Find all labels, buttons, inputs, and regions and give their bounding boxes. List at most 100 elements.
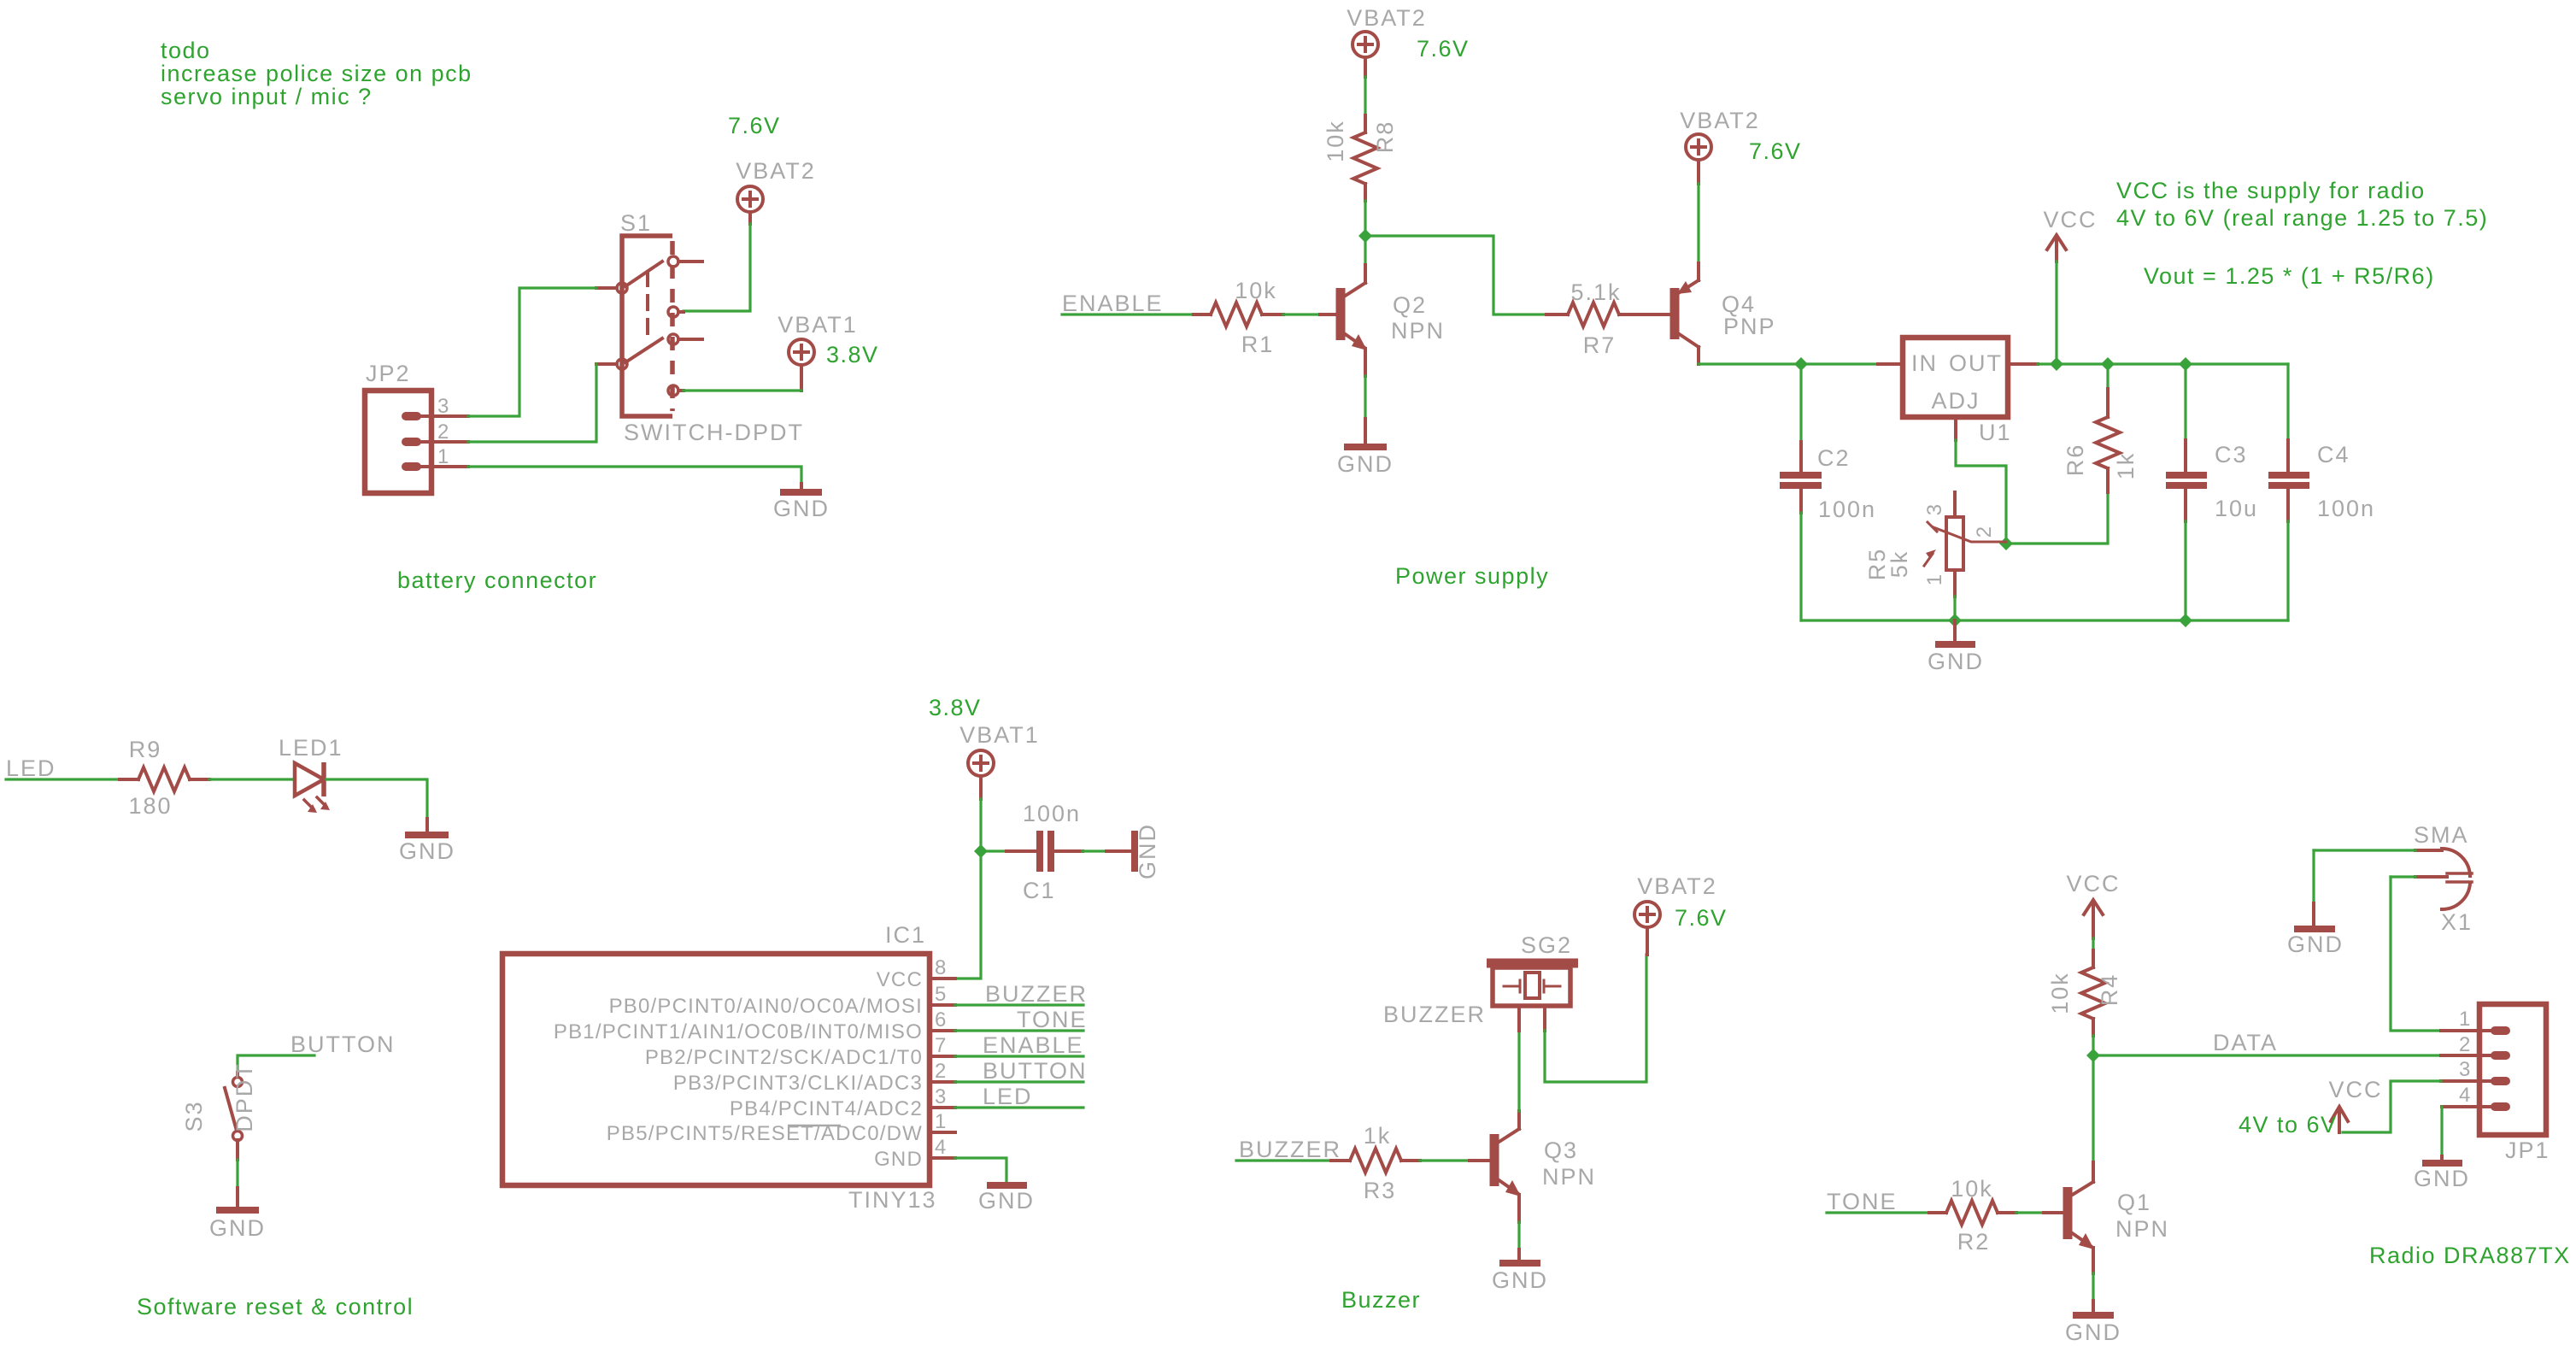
vcc-symbol-power[interactable]: VCC xyxy=(2043,207,2097,366)
section-label-buzzer: Buzzer xyxy=(1341,1287,1421,1313)
s3-ref: S3 xyxy=(181,1100,207,1131)
r7-value: 5.1k xyxy=(1570,279,1621,305)
net-adj-r6-wire[interactable] xyxy=(2004,491,2110,545)
resistor-r6[interactable]: R6 1k xyxy=(2063,362,2139,494)
vbat2-voltage-label: 7.6V xyxy=(1675,905,1728,931)
gnd-symbol-jp1[interactable]: GND xyxy=(2414,1155,2470,1191)
net-vbat1-vcc-wire[interactable] xyxy=(954,797,983,980)
vcc-symbol-jp1[interactable]: VCC xyxy=(2328,1077,2382,1134)
switch-s1[interactable]: S1 SWITCH-DPDT xyxy=(595,210,804,445)
vcc-label: VCC xyxy=(2043,207,2097,232)
net-q2-r7-wire[interactable] xyxy=(1364,234,1548,316)
vbat2-voltage-label: 7.6V xyxy=(1749,138,1802,164)
q4-value: PNP xyxy=(1723,314,1776,339)
todo-note: todo increase police size on pcb servo i… xyxy=(161,38,471,109)
gnd-symbol-power[interactable]: GND xyxy=(1928,619,1984,674)
sg2-label: BUZZER xyxy=(1383,1002,1486,1027)
net-jp2-pin3-wire[interactable] xyxy=(466,286,598,418)
buzzer-sg2[interactable]: SG2 BUZZER xyxy=(1383,932,1578,1032)
x1-value: SMA xyxy=(2414,822,2469,848)
software-reset-section: BUTTON S3 DPDT GND Software reset & cont… xyxy=(137,1032,413,1320)
sma-connector-x1[interactable]: SMA X1 xyxy=(2414,822,2473,935)
net-ic-gnd-wire[interactable] xyxy=(954,1156,1008,1184)
gnd-label: GND xyxy=(1135,823,1160,879)
gnd-label: GND xyxy=(399,838,455,864)
net-label-enable: ENABLE xyxy=(1062,291,1164,316)
gnd-symbol-sma[interactable]: GND xyxy=(2287,849,2344,957)
resistor-r4[interactable]: 10k R4 xyxy=(2047,949,2122,1037)
supply-vbat1-ic[interactable]: 3.8V VBAT1 xyxy=(929,695,1040,801)
resistor-r7[interactable]: 5.1k R7 xyxy=(1545,279,1673,358)
vcc-symbol-r4[interactable]: VCC xyxy=(2066,871,2120,952)
gnd-symbol-ic[interactable]: GND xyxy=(978,1182,1035,1214)
c1-ref: C1 xyxy=(1023,878,1056,903)
vcc-label: VCC xyxy=(2328,1077,2382,1102)
capacitor-c2[interactable]: C2 100n xyxy=(1780,362,1876,622)
r5-pin2-number: 2 xyxy=(1973,526,1996,538)
regulator-u1[interactable]: IN OUT ADJ U1 xyxy=(1876,334,2039,445)
gnd-symbol-s3[interactable]: GND xyxy=(209,1186,266,1241)
jp1-pin3-number: 3 xyxy=(2459,1058,2472,1081)
net-jp1-vcc-wire[interactable] xyxy=(2341,1079,2443,1134)
net-adj-wire[interactable] xyxy=(1954,438,2008,540)
gnd-symbol-battery[interactable]: GND xyxy=(773,482,830,521)
net-jp2-pin2-wire[interactable] xyxy=(466,362,598,444)
jp2-pin1-number: 1 xyxy=(437,445,450,468)
supply-vbat2-r8[interactable]: VBAT2 7.6V xyxy=(1347,5,1469,79)
supply-vbat2-battery[interactable]: 7.6V VBAT2 xyxy=(728,113,816,226)
u1-pin-adj: ADJ xyxy=(1931,388,1980,414)
ic1-pin5-number: 5 xyxy=(935,983,948,1006)
switch-s3[interactable]: S3 DPDT xyxy=(181,1062,257,1161)
resistor-r8[interactable]: 10k R8 xyxy=(1323,114,1398,203)
c4-value: 100n xyxy=(2317,496,2375,521)
net-jp2-pin1-gnd-wire[interactable] xyxy=(466,465,803,485)
net-sg2-vbat2-wire[interactable] xyxy=(1543,953,1648,1084)
mcu-section: 3.8V VBAT1 100n C1 GND IC1 TINY13 xyxy=(499,695,1160,1214)
transistor-q4[interactable]: Q4 PNP xyxy=(1669,262,1776,366)
r1-value: 10k xyxy=(1235,278,1277,303)
potentiometer-r5[interactable]: R5 5k 3 2 1 xyxy=(1864,491,2008,598)
resistor-r1[interactable]: 10k R1 xyxy=(1192,278,1285,357)
vbat2-net-label: VBAT2 xyxy=(736,158,816,184)
led-indicator-section: LED R9 180 LED1 GND xyxy=(4,735,455,864)
resistor-r9[interactable]: R9 180 xyxy=(118,737,211,819)
transistor-q2[interactable]: Q2 NPN xyxy=(1318,263,1445,378)
transistor-q1[interactable]: Q1 NPN xyxy=(2042,1161,2169,1275)
r5-pin3-number: 3 xyxy=(1923,503,1946,516)
resistor-r2[interactable]: 10k R2 xyxy=(1928,1176,2018,1255)
ic1-pin7-number: 7 xyxy=(935,1034,948,1057)
net-button-wire-s3[interactable] xyxy=(236,1054,316,1074)
transistor-q3[interactable]: Q3 NPN xyxy=(1468,1109,1596,1224)
q3-ref: Q3 xyxy=(1544,1137,1578,1163)
vbat2-net-label: VBAT2 xyxy=(1680,108,1760,133)
gnd-symbol-q1[interactable]: GND xyxy=(2065,1299,2121,1345)
gnd-label: GND xyxy=(978,1188,1035,1214)
note-vout-formula: Vout = 1.25 * (1 + R5/R6) xyxy=(2144,263,2435,289)
gnd-symbol-q2[interactable]: GND xyxy=(1337,417,1394,477)
connector-jp2[interactable]: JP2 3 2 1 xyxy=(361,361,470,497)
net-led1-gnd-wire[interactable] xyxy=(325,778,429,820)
capacitor-c4[interactable]: C4 100n xyxy=(2268,362,2375,622)
capacitor-c3[interactable]: C3 10u xyxy=(2166,362,2258,622)
ic1-pin5-name: PB0/PCINT0/AIN0/OC0A/MOSI xyxy=(609,995,923,1018)
supply-vbat2-q4[interactable]: VBAT2 7.6V xyxy=(1680,108,1802,185)
net-vbat2-wire[interactable] xyxy=(682,222,752,313)
r5-value: 5k xyxy=(1887,550,1912,579)
gnd-symbol-c1[interactable]: GND xyxy=(1105,823,1160,879)
net-label-buzzer-q3: BUZZER xyxy=(1239,1137,1341,1162)
ic-ic1[interactable]: IC1 TINY13 8 5 6 7 2 3 1 4 VCC PB0/PCINT… xyxy=(499,922,957,1213)
gnd-symbol-q3[interactable]: GND xyxy=(1492,1248,1548,1293)
connector-jp1[interactable]: 1 2 3 4 JP1 xyxy=(2439,1001,2550,1163)
capacitor-c1[interactable]: 100n C1 xyxy=(979,801,1084,903)
led-led1[interactable]: LED1 xyxy=(279,735,343,813)
supply-vbat2-buzzer[interactable]: VBAT2 7.6V xyxy=(1633,873,1728,956)
ic1-pin6-name: PB1/PCINT1/AIN1/OC0B/INT0/MISO xyxy=(554,1020,923,1043)
r1-ref: R1 xyxy=(1241,332,1275,357)
resistor-r3[interactable]: 1k R3 xyxy=(1329,1123,1422,1203)
r6-value: 1k xyxy=(2113,452,2139,480)
supply-vbat1-battery[interactable]: VBAT1 3.8V xyxy=(777,312,878,392)
net-ant-wire[interactable] xyxy=(2389,875,2443,1032)
jp2-pin3-number: 3 xyxy=(437,395,450,418)
gnd-symbol-led[interactable]: GND xyxy=(399,817,455,864)
